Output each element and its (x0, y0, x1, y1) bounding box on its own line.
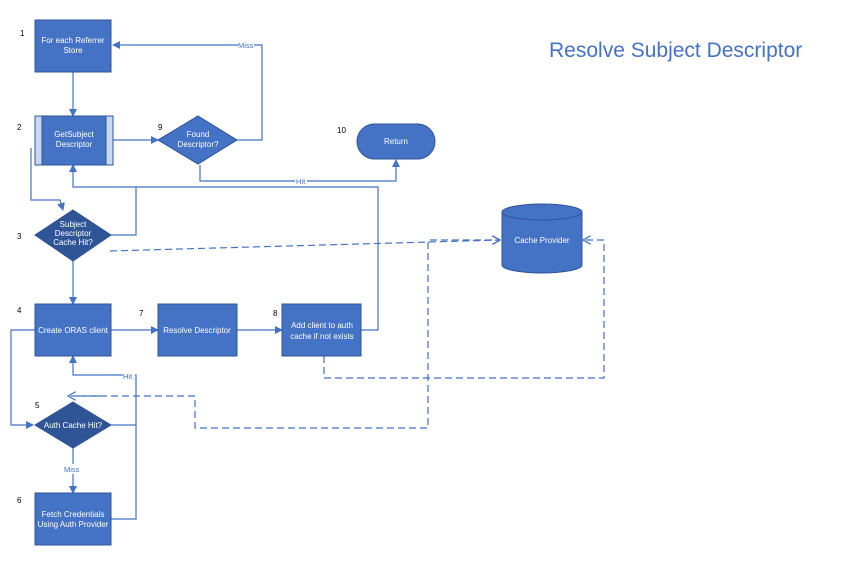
step-number-5: 5 (35, 401, 40, 410)
step-number-6: 6 (17, 496, 22, 505)
edge-9-miss-to-1 (112, 41, 263, 141)
svg-text:Cache Provider: Cache Provider (514, 236, 569, 245)
step-number-4: 4 (17, 306, 22, 315)
svg-text:Create ORAS client: Create ORAS client (38, 326, 109, 335)
svg-text:Auth Cache Hit?: Auth Cache Hit? (44, 421, 103, 430)
edge-label-miss-auth: Miss (64, 465, 80, 474)
edge-label-hit-auth: Hit (123, 372, 133, 381)
node-auth-cache-hit: Auth Cache Hit? (34, 401, 112, 449)
edge-2-to-3 (30, 148, 65, 211)
edge-label-miss-top: Miss (238, 41, 254, 50)
node-resolve-descriptor: Resolve Descriptor (157, 303, 238, 357)
diagram-title: Resolve Subject Descriptor (549, 39, 802, 62)
edge-8-to-cache (323, 240, 605, 379)
edge-labels: Miss Hit Hit Miss (63, 40, 307, 474)
edge-3-to-cache (109, 240, 500, 252)
step-number-1: 1 (20, 29, 25, 38)
step-number-8: 8 (273, 309, 278, 318)
node-create-oras-client: Create ORAS client (34, 303, 112, 357)
step-number-10: 10 (337, 126, 346, 135)
step-number-9: 9 (158, 123, 163, 132)
edge-8-to-2 (136, 186, 379, 331)
edge-5-to-cache (78, 240, 500, 429)
edge-label-hit-return: Hit (296, 177, 306, 186)
step-number-3: 3 (17, 232, 22, 241)
edge-5-hit-to-4 (69, 355, 137, 426)
node-return: Return (356, 123, 436, 160)
node-cache-provider: Cache Provider (501, 203, 583, 274)
svg-text:Resolve Descriptor: Resolve Descriptor (163, 326, 231, 335)
edge-6-to-4 (111, 425, 137, 520)
dashed-connectors (68, 240, 605, 429)
svg-text:Return: Return (384, 137, 408, 146)
edge-4-to-5 (10, 329, 35, 429)
step-number-2: 2 (17, 123, 22, 132)
step-number-7: 7 (139, 309, 144, 318)
